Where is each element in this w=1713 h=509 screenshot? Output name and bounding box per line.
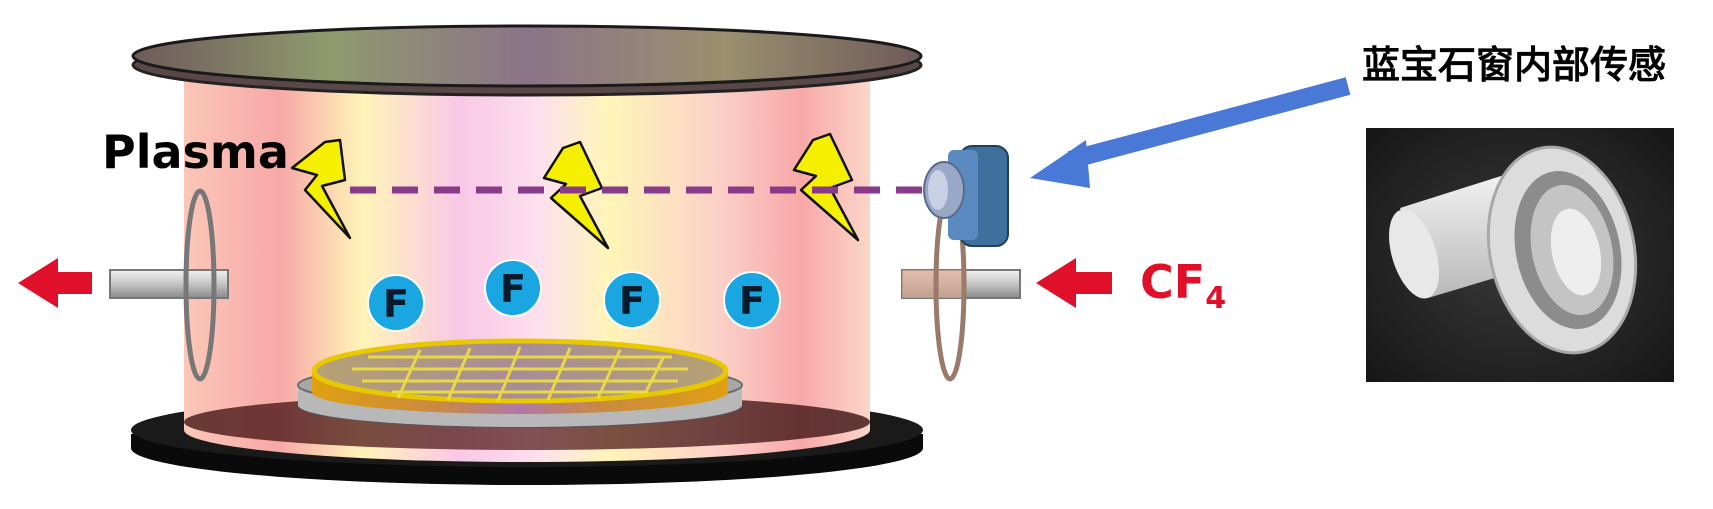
radical-f: F xyxy=(603,271,661,329)
arrow-left-icon xyxy=(18,258,92,308)
lightning-bolt-icon xyxy=(290,138,352,240)
sensor-photo xyxy=(1366,128,1674,382)
sapphire-sensor xyxy=(923,145,1009,247)
radical-f: F xyxy=(484,259,542,317)
exhaust-port xyxy=(109,188,229,382)
arrow-left-icon xyxy=(1036,258,1112,308)
wafer-grid xyxy=(352,346,688,402)
gas-inlet-port xyxy=(901,188,1021,382)
radical-label: F xyxy=(619,279,645,323)
sensor-label: 蓝宝石窗内部传感 xyxy=(1362,43,1666,87)
radical-f: F xyxy=(367,274,425,332)
radical-f: F xyxy=(723,271,781,329)
wafer-table xyxy=(297,338,743,428)
radical-label: F xyxy=(500,267,526,311)
lightning-bolt-icon xyxy=(542,140,610,250)
plasma-label: Plasma xyxy=(102,125,289,179)
gas-label: CF4 xyxy=(1140,255,1226,316)
radical-label: F xyxy=(383,282,409,326)
arrow-left-icon xyxy=(1030,77,1351,188)
radical-label: F xyxy=(739,279,765,323)
